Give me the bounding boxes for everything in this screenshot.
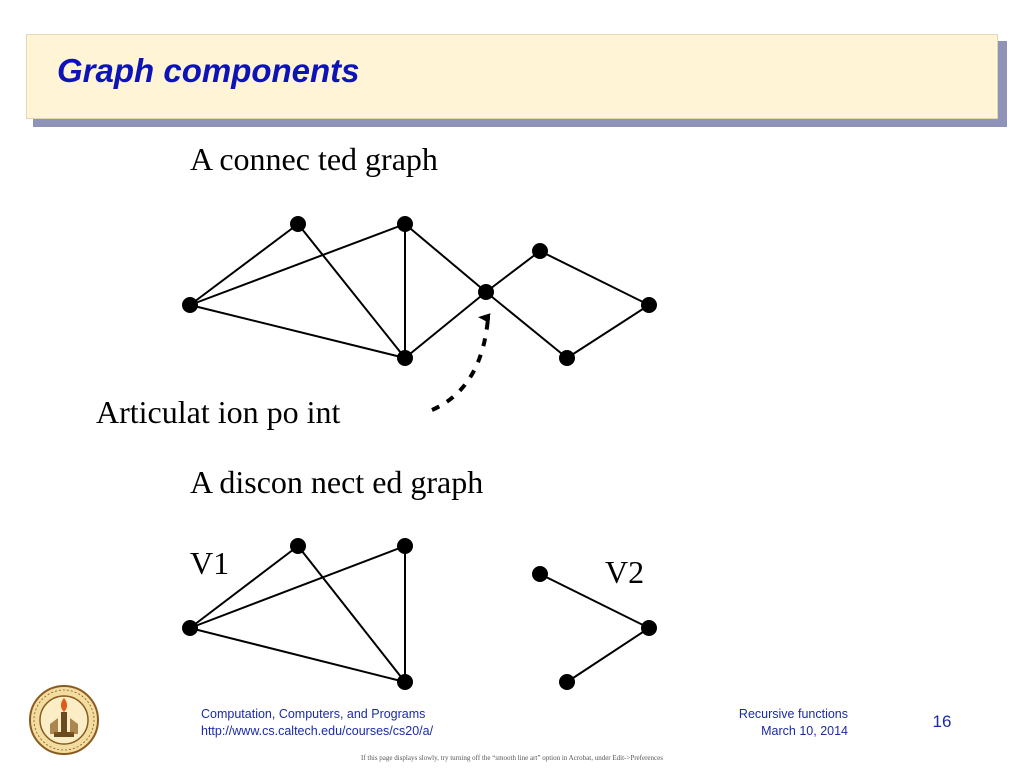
articulation-arrow — [431, 313, 491, 412]
vertex — [397, 216, 413, 232]
component-v2-label: V2 — [605, 554, 645, 590]
edge — [539, 250, 650, 306]
edge — [189, 223, 406, 306]
edge — [566, 627, 650, 683]
footer-course-url[interactable]: http://www.cs.caltech.edu/courses/cs20/a… — [201, 724, 434, 738]
vertex — [641, 297, 657, 313]
edge — [404, 291, 487, 359]
vertex — [532, 566, 548, 582]
vertex — [290, 216, 306, 232]
vertex — [397, 350, 413, 366]
edge — [566, 304, 650, 359]
vertex — [182, 297, 198, 313]
edge — [539, 573, 650, 629]
caltech-seal-icon — [29, 685, 99, 755]
articulation-vertex — [478, 284, 494, 300]
component-v1-vertices — [182, 538, 413, 690]
edge — [485, 250, 541, 293]
connected-graph — [189, 223, 650, 359]
vertex — [397, 538, 413, 554]
component-v2-vertices — [532, 566, 657, 690]
component-v2 — [539, 573, 650, 683]
footer-course-name: Computation, Computers, and Programs — [201, 707, 426, 721]
edge — [297, 223, 406, 359]
edge — [189, 545, 299, 629]
edge — [189, 627, 406, 683]
page-number: 16 — [932, 712, 952, 731]
connected-graph-label: A connec ted graph — [190, 141, 438, 177]
title-box: Graph components — [26, 34, 998, 119]
connected-graph-vertices — [182, 216, 657, 366]
vertex — [641, 620, 657, 636]
footer-topic-info: Recursive functions March 10, 2014 — [688, 706, 848, 740]
disconnected-graph-label: A discon nect ed graph — [190, 464, 484, 500]
edge — [297, 545, 406, 683]
vertex — [532, 243, 548, 259]
footer-date: March 10, 2014 — [761, 724, 848, 738]
vertex — [182, 620, 198, 636]
edge — [189, 545, 406, 629]
footer-course-info: Computation, Computers, and Programs htt… — [201, 706, 433, 740]
vertex — [290, 538, 306, 554]
edge — [189, 223, 299, 306]
vertex — [397, 674, 413, 690]
smooth-line-art-note: If this page displays slowly, try turnin… — [361, 754, 663, 762]
footer-topic: Recursive functions — [738, 707, 848, 721]
articulation-point-label: Articulat ion po int — [96, 394, 341, 430]
slide-title: Graph components — [57, 52, 360, 89]
component-v1-label: V1 — [190, 545, 230, 581]
edge — [404, 223, 487, 293]
vertex — [559, 350, 575, 366]
edge — [189, 304, 406, 359]
component-v1 — [189, 545, 406, 683]
edge — [485, 291, 568, 359]
vertex — [559, 674, 575, 690]
